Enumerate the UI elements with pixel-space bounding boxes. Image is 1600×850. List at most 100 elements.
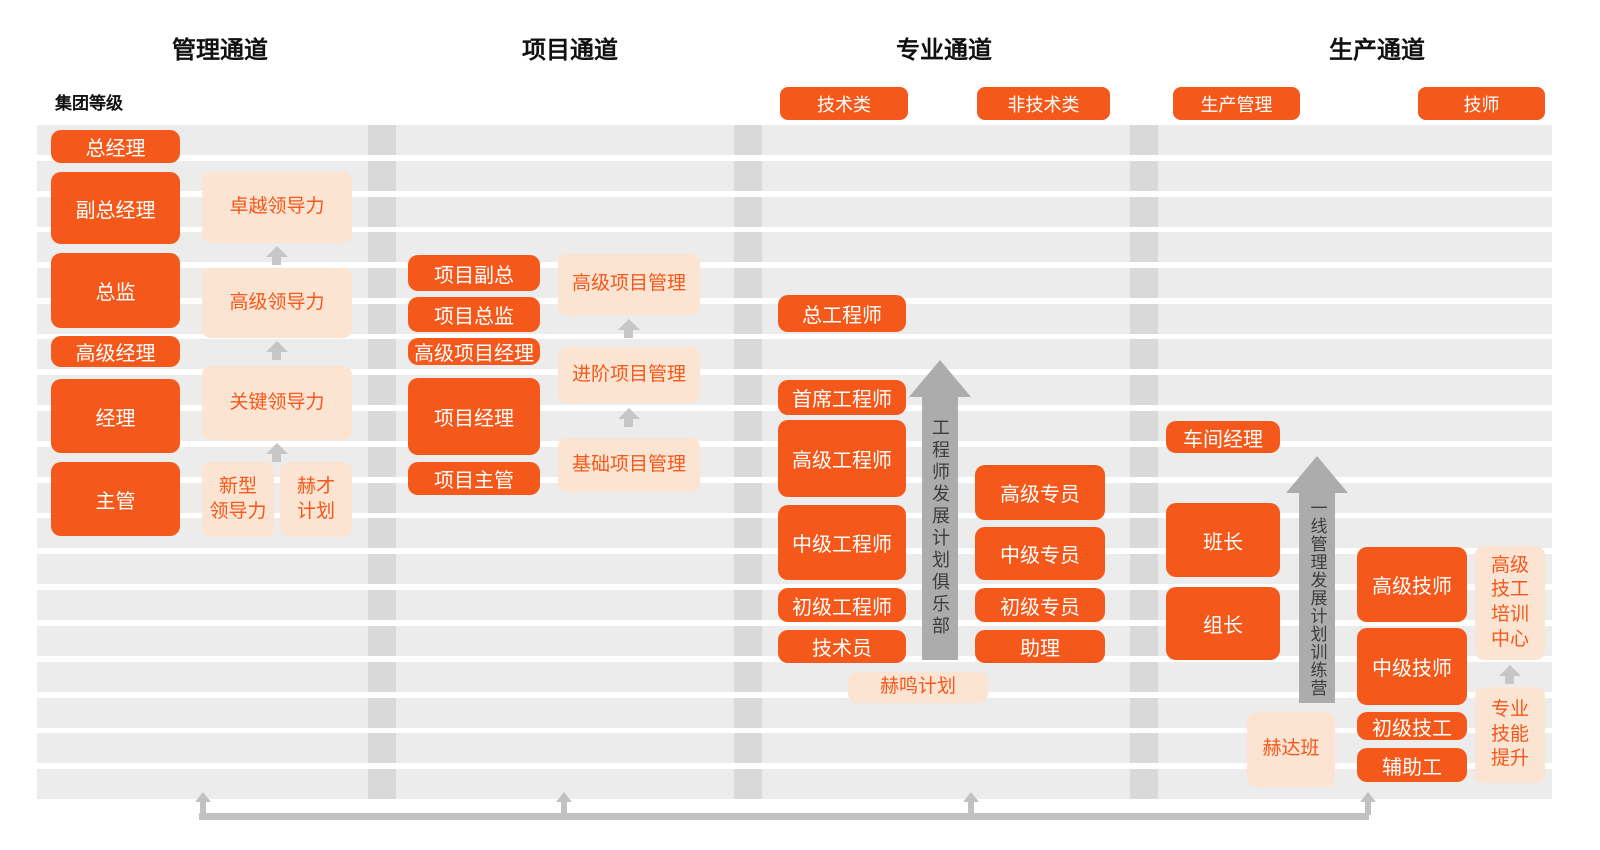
position-box: 高级项目经理 [408,338,540,365]
channel-divider-cell [1130,769,1158,799]
channel-divider-cell [368,554,396,584]
level-row-stripe [37,339,1552,369]
position-box: 车间经理 [1166,421,1280,453]
channel-divider-cell [734,769,762,799]
channel-divider-cell [1130,733,1158,763]
position-box: 中级专员 [975,527,1105,580]
channel-divider-cell [1130,375,1158,405]
position-box: 总经理 [51,130,180,163]
up-arrow-stem [272,257,281,265]
track-pill-production-management: 生产管理 [1173,87,1300,120]
channel-divider-cell [734,447,762,477]
channel-divider-cell [734,698,762,728]
channel-divider-cell [368,411,396,441]
up-arrow-icon [266,341,288,352]
up-arrow-icon [1499,665,1521,676]
channel-divider-cell [734,125,762,155]
up-arrow-stem [624,419,633,427]
camp-arrow-head [1286,456,1348,493]
channel-divider-cell [734,483,762,513]
channel-divider-cell [1130,518,1158,548]
channel-title-project: 项目通道 [522,37,618,64]
position-box: 总监 [51,253,180,328]
channel-divider-cell [1130,483,1158,513]
channel-divider-cell [1130,232,1158,262]
up-arrow-icon [266,443,288,454]
channel-divider-cell [734,411,762,441]
position-box: 项目经理 [408,378,540,455]
channel-divider-cell [734,733,762,763]
up-arrow-icon [266,246,288,257]
up-arrow-stem [624,330,633,338]
dev-club-arrow-head [909,360,971,397]
channel-title-management: 管理通道 [172,37,268,64]
channel-divider-cell [1130,304,1158,334]
position-box: 初级专员 [975,588,1105,622]
track-pill-non-technical: 非技术类 [977,87,1110,120]
position-box: 助理 [975,630,1105,663]
channel-divider-cell [368,232,396,262]
channel-divider-cell [734,375,762,405]
up-arrow-stem [272,454,281,462]
program-box: 关键领导力 [202,366,352,440]
camp-arrow-label: 一线管理发展计划训练营 [1307,499,1327,697]
channel-divider-cell [368,125,396,155]
channel-divider-cell [368,339,396,369]
position-box: 组长 [1166,587,1280,660]
channel-divider-cell [734,554,762,584]
channel-divider-cell [1130,554,1158,584]
channel-divider-cell [368,698,396,728]
position-box: 项目主管 [408,462,540,495]
level-row-stripe [37,125,1552,155]
position-box: 高级工程师 [778,420,906,497]
channel-divider-cell [368,304,396,334]
position-box: 初级技工 [1357,712,1467,740]
channel-divider-cell [1130,339,1158,369]
program-box: 高级 技工 培训 中心 [1475,546,1545,660]
channel-title-production: 生产通道 [1329,37,1425,64]
camp-arrow: 一线管理发展计划训练营 [1299,493,1335,703]
program-box: 新型 领导力 [202,462,274,537]
channel-divider-cell [368,375,396,405]
channel-divider-cell [734,590,762,620]
channel-divider-cell [368,662,396,692]
channel-divider-cell [734,662,762,692]
channel-divider-cell [734,161,762,191]
track-pill-technician: 技师 [1418,87,1545,120]
up-arrow-stem [1505,676,1514,684]
program-box: 赫鸣计划 [848,672,988,703]
position-box: 经理 [51,379,180,453]
position-box: 项目副总 [408,255,540,291]
position-box: 技术员 [778,630,906,663]
channel-divider-cell [734,268,762,298]
channel-divider-cell [1130,698,1158,728]
channel-divider-cell [1130,268,1158,298]
program-box: 基础项目管理 [558,438,700,492]
position-box: 总工程师 [778,295,906,332]
channel-divider-cell [368,733,396,763]
up-arrow-icon [618,319,640,330]
channel-divider-cell [368,518,396,548]
channel-divider-cell [368,626,396,656]
position-box: 高级经理 [51,336,180,367]
channel-divider-cell [734,339,762,369]
position-box: 中级工程师 [778,505,906,580]
channel-divider-cell [1130,197,1158,227]
channel-divider-cell [368,769,396,799]
channel-divider-cell [1130,590,1158,620]
position-box: 副总经理 [51,172,180,244]
program-box: 卓越领导力 [202,172,352,243]
group-level-label: 集团等级 [55,94,123,113]
track-pill-technical: 技术类 [780,87,908,120]
channel-title-professional: 专业通道 [896,37,992,64]
channel-divider-cell [1130,626,1158,656]
channel-divider-cell [368,483,396,513]
position-box: 中级技师 [1357,628,1467,705]
program-box: 赫达班 [1247,712,1335,787]
channel-divider-cell [1130,411,1158,441]
dev-club-arrow: 工程师发展计划俱乐部 [922,396,958,660]
channel-divider-cell [1130,447,1158,477]
channel-divider-cell [734,197,762,227]
channel-divider-cell [368,447,396,477]
